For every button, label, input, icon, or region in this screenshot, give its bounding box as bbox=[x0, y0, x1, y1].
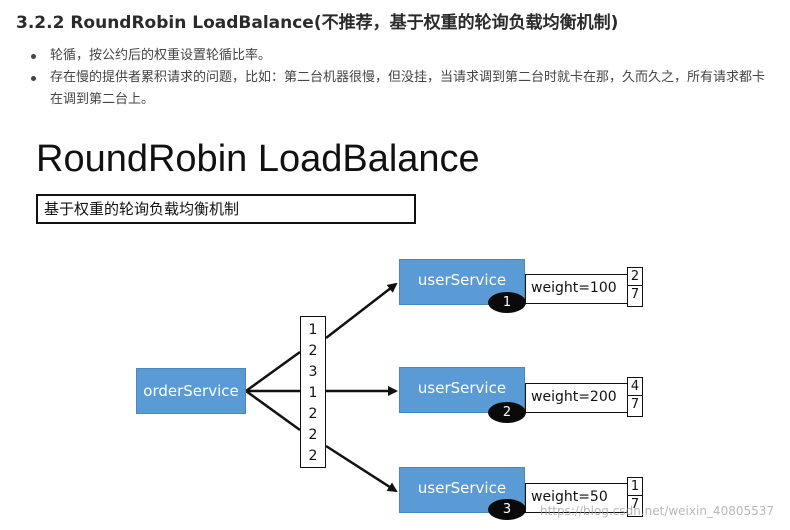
sequence-item: 1 bbox=[308, 385, 318, 401]
diagram-subtitle: 基于权重的轮询负载均衡机制 bbox=[36, 194, 416, 224]
ratio-denominator: 7 bbox=[630, 397, 640, 412]
provider-badge-2: 2 bbox=[488, 402, 526, 423]
bullet-list: 轮循，按公约后的权重设置轮循比率。 存在慢的提供者累积请求的问题，比如：第二台机… bbox=[30, 45, 770, 111]
ratio-fraction-1: 2 7 bbox=[627, 267, 643, 307]
ratio-denominator: 7 bbox=[630, 287, 640, 302]
arrow-to-provider-3 bbox=[325, 444, 398, 493]
watermark: https://blog.csdn.net/weixin_40805537 bbox=[540, 504, 775, 518]
bullet-item: 存在慢的提供者累积请求的问题，比如：第二台机器很慢，但没挂，当请求调到第二台时就… bbox=[30, 67, 770, 111]
ratio-fraction-3: 1 7 bbox=[627, 477, 643, 517]
weight-label-2: weight=200 bbox=[525, 383, 632, 413]
sequence-item: 2 bbox=[308, 427, 318, 443]
request-sequence: 1 2 3 1 2 2 2 bbox=[300, 316, 326, 468]
ratio-numerator: 4 bbox=[628, 378, 642, 396]
sequence-item: 1 bbox=[308, 322, 318, 338]
provider-badge-3: 3 bbox=[488, 499, 526, 520]
provider-badge-1: 1 bbox=[488, 292, 526, 313]
weight-label-1: weight=100 bbox=[525, 274, 632, 304]
bullet-item: 轮循，按公约后的权重设置轮循比率。 bbox=[30, 45, 770, 67]
ratio-numerator: 1 bbox=[628, 478, 642, 496]
arrow-to-provider-1 bbox=[325, 282, 398, 339]
edge-consumer-to-queue-bottom bbox=[245, 389, 301, 432]
sequence-item: 2 bbox=[308, 448, 318, 464]
edge-consumer-to-queue-top bbox=[245, 350, 301, 393]
weight-label-3: weight=50 bbox=[525, 483, 632, 513]
ratio-fraction-2: 4 7 bbox=[627, 377, 643, 417]
diagram-title: RoundRobin LoadBalance bbox=[36, 138, 480, 180]
sequence-item: 2 bbox=[308, 343, 318, 359]
sequence-item: 2 bbox=[308, 406, 318, 422]
sequence-item: 3 bbox=[308, 364, 318, 380]
ratio-numerator: 2 bbox=[628, 268, 642, 286]
ratio-denominator: 7 bbox=[630, 497, 640, 512]
section-heading: 3.2.2 RoundRobin LoadBalance(不推荐，基于权重的轮询… bbox=[16, 13, 619, 33]
order-service-box: orderService bbox=[136, 368, 246, 414]
